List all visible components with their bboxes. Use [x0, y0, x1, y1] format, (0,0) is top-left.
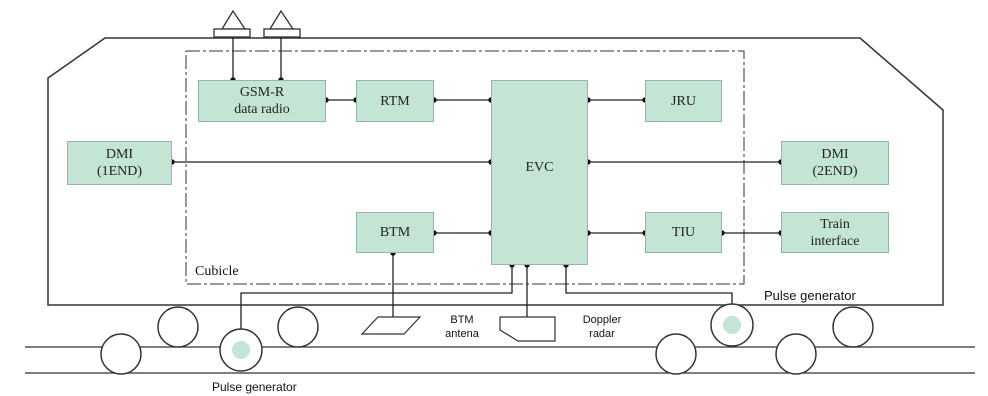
jru-label: JRU: [671, 93, 696, 109]
btm-antenna-line1: BTM: [450, 314, 474, 326]
antenna-icon: [213, 9, 301, 38]
dmi-right-line1: DMI: [821, 147, 849, 162]
dmi-left-line2: (1END): [96, 164, 143, 179]
doppler-radar-shape: [499, 316, 556, 342]
pulse-generator-icon: [723, 316, 741, 334]
dmi-1end-box: DMI (1END): [67, 141, 172, 185]
jru-box: JRU: [645, 80, 722, 122]
btm-antenna-shape: [360, 316, 422, 335]
gsmr-line2: data radio: [234, 102, 290, 117]
cubicle-border: [185, 50, 745, 285]
pulse-generator-left-label: Pulse generator: [212, 380, 297, 394]
rtm-box: RTM: [356, 80, 434, 122]
gsmr-data-radio-box: GSM-R data radio: [198, 80, 326, 122]
tiu-box: TIU: [645, 212, 722, 253]
evc-box: EVC: [491, 80, 588, 265]
train-body-outline: [47, 37, 944, 306]
train-interface-line2: interface: [810, 233, 860, 249]
doppler-line2: radar: [589, 328, 615, 340]
evc-label: EVC: [525, 160, 554, 175]
btm-antenna-label: BTM antena: [432, 313, 492, 341]
train-interface-box: Train interface: [781, 212, 889, 253]
btm-box: BTM: [356, 212, 434, 253]
pulse-generator-right-label: Pulse generator: [764, 288, 856, 303]
dmi-right-line2: (2END): [812, 164, 858, 179]
dmi-left-line1: DMI: [105, 147, 134, 162]
pulse-generator-icon: [232, 341, 250, 359]
tiu-label: TIU: [671, 225, 696, 240]
cubicle-label: Cubicle: [195, 264, 239, 279]
doppler-line1: Doppler: [582, 314, 622, 326]
btm-label: BTM: [379, 225, 411, 240]
rtm-label: RTM: [380, 93, 410, 109]
doppler-radar-label: Doppler radar: [570, 313, 634, 341]
train-interface-line1: Train: [820, 216, 850, 232]
dmi-2end-box: DMI (2END): [781, 141, 889, 185]
btm-antenna-line2: antena: [445, 328, 479, 340]
gsmr-line1: GSM-R: [239, 85, 285, 100]
